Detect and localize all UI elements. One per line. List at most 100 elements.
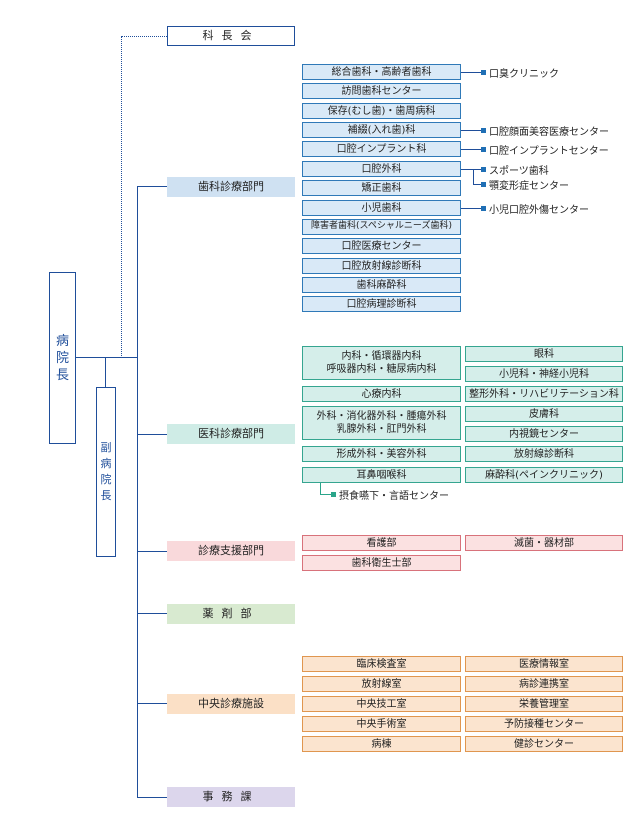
dental-sub-label: 口臭クリニック [489,68,559,80]
dental-unit-label: 小児歯科 [361,202,402,214]
dental-sub-label: 顎変形症センター [489,180,569,192]
central-unit: 中央技工室 [302,696,461,712]
support-unit-label: 歯科衛生士部 [351,557,412,569]
council-dotted-horizontal [121,36,167,37]
medical-unit-label: 心療内科 [361,388,402,400]
director-label: 病院長 [55,333,69,383]
dental-unit: 小児歯科 [302,200,461,216]
medical-sub-line-h [320,494,334,495]
dental-unit-label: 補綴(入れ歯)科 [347,124,416,136]
dental-sub-line-1 [461,72,485,73]
medical-unit: 整形外科・リハビリテーション科 [465,386,623,402]
branch-central [137,703,167,704]
central-unit: 栄養管理室 [465,696,623,712]
dental-sub-item: 口腔インプラントセンター [481,143,609,157]
medical-unit-label: 耳鼻咽喉科 [356,469,407,481]
square-bullet-icon [331,491,336,497]
dental-unit: 補綴(入れ歯)科 [302,122,461,138]
dental-sub-line-6 [461,208,485,209]
branch-office [137,797,167,798]
square-bullet-icon [481,146,486,152]
central-unit: 医療情報室 [465,656,623,672]
central-unit: 中央手術室 [302,716,461,732]
central-unit-label: 医療情報室 [519,658,569,670]
medical-sub-line-v [320,483,321,495]
medical-unit: 耳鼻咽喉科 [302,467,461,483]
dental-sub-label: スポーツ歯科 [489,165,549,177]
dental-unit: 口腔病理診断科 [302,296,461,312]
vice-connector [105,357,106,387]
dept-central-label: 中央診療施設 [198,696,264,710]
dental-unit-label: 口腔病理診断科 [346,298,417,310]
support-unit: 歯科衛生士部 [302,555,461,571]
dental-sub-label: 口腔顔面美容医療センター [489,126,609,138]
medical-unit-label: 内科・循環器内科 [341,351,422,362]
dept-central: 中央診療施設 [167,694,295,714]
dept-dental-label: 歯科診療部門 [198,179,264,193]
dept-support: 診療支援部門 [167,541,295,561]
medical-sub-label: 摂食嚥下・言語センター [339,490,449,502]
medical-unit: 皮膚科 [465,406,623,422]
central-unit: 病棟 [302,736,461,752]
dental-sub-line-3 [461,149,485,150]
support-unit-label: 滅菌・器材部 [514,537,574,549]
medical-unit: 眼科 [465,346,623,362]
medical-unit: 内科・循環器内科 呼吸器内科・糖尿病内科 [302,346,461,380]
medical-unit-label: 眼科 [534,348,554,360]
director-box: 病院長 [49,272,76,444]
dept-office-label: 事務課 [202,789,260,803]
medical-unit: 小児科・神経小児科 [465,366,623,382]
dept-pharmacy: 薬剤部 [167,604,295,624]
dept-medical-label: 医科診療部門 [198,426,264,440]
central-unit: 病診連携室 [465,676,623,692]
branch-dental [137,186,167,187]
medical-unit-label: 内視鏡センター [509,428,579,440]
medical-unit-label: 外科・消化器外科・腫瘍外科 [316,411,447,422]
dental-sub-item: スポーツ歯科 [481,163,549,177]
branch-medical [137,434,167,435]
dental-unit-label: 口腔インプラント科 [336,143,427,155]
medical-unit: 心療内科 [302,386,461,402]
central-unit-label: 中央手術室 [356,718,407,730]
medical-sub-item: 摂食嚥下・言語センター [331,488,449,502]
dental-unit-label: 総合歯科・高齢者歯科 [331,66,432,78]
dental-unit: 矯正歯科 [302,180,461,196]
chief-council-label: 科長会 [202,28,260,42]
dental-unit-label: 訪問歯科センター [341,85,422,97]
square-bullet-icon [481,181,486,187]
medical-unit: 麻酔科(ペインクリニック) [465,467,623,483]
central-unit-label: 病棟 [371,738,392,750]
dept-office: 事務課 [167,787,295,807]
square-bullet-icon [481,166,486,172]
dental-sub-line-2 [461,130,485,131]
medical-unit-label: 形成外科・美容外科 [336,448,427,460]
support-unit-label: 看護部 [366,537,397,549]
central-unit-label: 健診センター [514,738,574,750]
dental-sub-item: 口臭クリニック [481,66,559,80]
branch-support [137,551,167,552]
medical-unit-label: 放射線診断科 [514,448,574,460]
medical-unit-label: 小児科・神経小児科 [499,368,589,380]
dental-sub-label: 口腔インプラントセンター [489,145,609,157]
dental-sub-line-5 [473,184,485,185]
central-unit-label: 中央技工室 [356,698,407,710]
vice-director-label: 副病院長 [100,441,112,502]
central-unit: 健診センター [465,736,623,752]
central-unit-label: 予防接種センター [504,718,584,730]
medical-unit-label: 呼吸器内科・糖尿病内科 [326,364,437,375]
medical-unit: 形成外科・美容外科 [302,446,461,462]
medical-unit: 外科・消化器外科・腫瘍外科 乳腺外科・肛門外科 [302,406,461,440]
central-unit-label: 放射線室 [361,678,402,690]
dental-unit: 口腔医療センター [302,238,461,254]
medical-unit-label: 皮膚科 [529,408,559,420]
dental-sub-item: 顎変形症センター [481,178,569,192]
dept-dental: 歯科診療部門 [167,177,295,197]
square-bullet-icon [481,205,486,211]
dental-sub-label: 小児口腔外傷センター [489,204,589,216]
central-unit: 臨床検査室 [302,656,461,672]
dental-unit-label: 口腔外科 [361,163,402,175]
dental-unit: 歯科麻酔科 [302,277,461,293]
dental-unit-label: 保存(むし歯)・歯周病科 [327,105,436,117]
dental-unit-label: 矯正歯科 [361,182,402,194]
dental-unit-label: 口腔医療センター [341,240,422,252]
